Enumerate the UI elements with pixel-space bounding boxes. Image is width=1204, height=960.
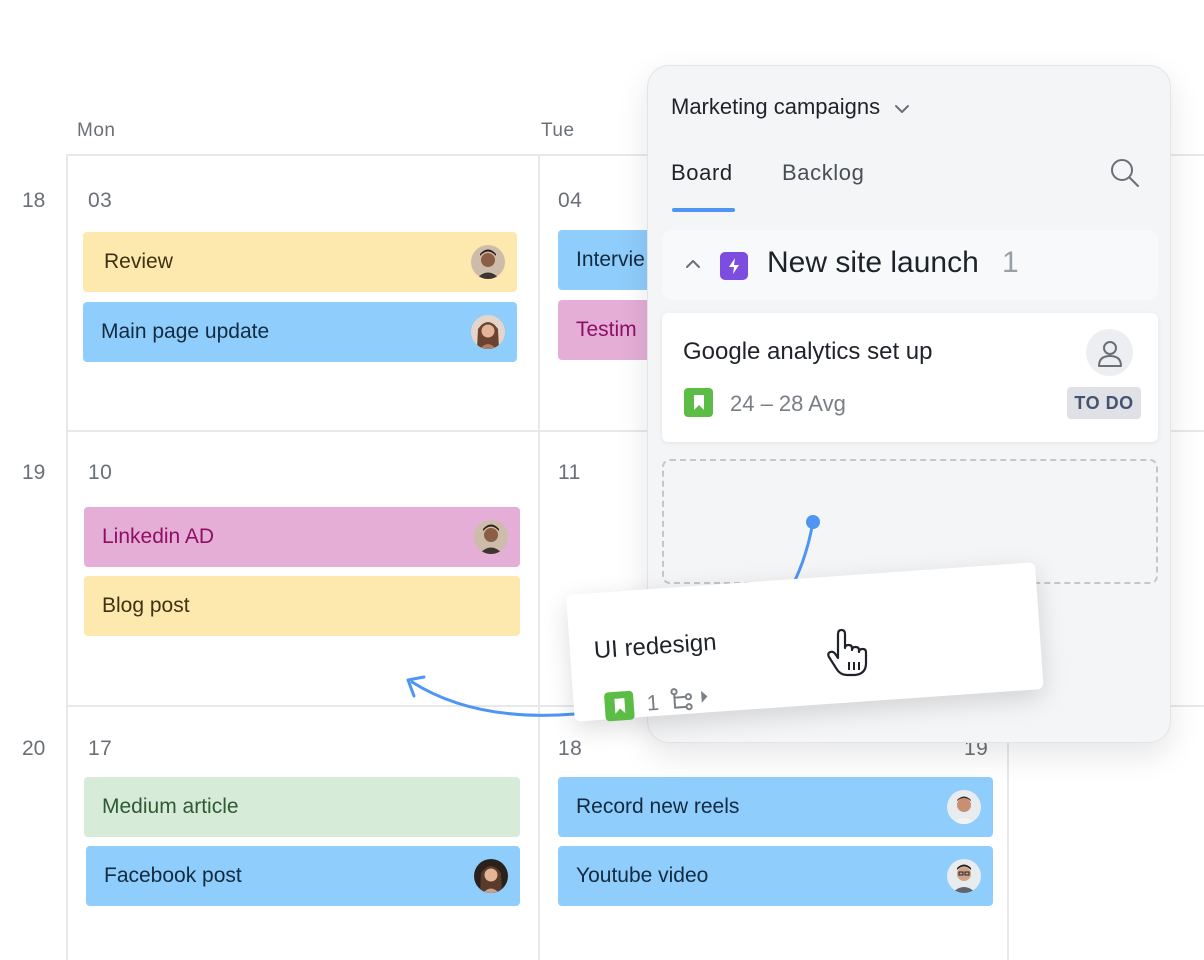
project-title: Marketing campaigns — [671, 94, 881, 119]
week-number-20: 20 — [22, 737, 46, 760]
day-header-mon: Mon — [77, 120, 116, 141]
tab-board[interactable]: Board — [671, 160, 733, 185]
event-medium-article[interactable]: Medium article — [84, 777, 520, 837]
date-03: 03 — [88, 189, 113, 212]
subtask-count: 1 — [645, 689, 660, 716]
event-youtube-video[interactable]: Youtube video — [558, 846, 993, 906]
week-number-18: 18 — [22, 189, 46, 212]
event-main-page-update[interactable]: Main page update — [83, 302, 517, 362]
grid-line-left — [66, 154, 68, 960]
tab-backlog[interactable]: Backlog — [782, 160, 865, 185]
event-blog-post[interactable]: Blog post — [84, 576, 520, 636]
date-10: 10 — [88, 461, 113, 484]
event-label: Blog post — [102, 594, 190, 617]
event-label: Linkedin AD — [102, 525, 215, 548]
unassigned-user-icon[interactable] — [1086, 329, 1133, 376]
grid-line-top — [66, 154, 1204, 156]
event-label: Record new reels — [576, 795, 740, 818]
status-badge[interactable]: TO DO — [1067, 387, 1141, 419]
date-11: 11 — [558, 461, 581, 484]
avatar — [471, 315, 505, 349]
group-count: 1 — [1002, 246, 1019, 279]
event-label: Main page update — [101, 320, 270, 343]
connector-line-to-calendar — [410, 680, 577, 717]
bookmark-icon — [684, 388, 713, 417]
arrowhead-icon — [406, 675, 426, 698]
week-number-19: 19 — [22, 461, 46, 484]
avatar — [474, 520, 508, 554]
date-18: 18 — [558, 737, 583, 760]
task-dates: 24 – 28 Avg — [730, 391, 846, 416]
task-card-google-analytics[interactable]: Google analytics set up 24 – 28 Avg TO D… — [662, 313, 1158, 442]
avatar — [947, 790, 981, 824]
active-tab-indicator — [672, 208, 735, 212]
grid-line-tue-wed — [1007, 720, 1009, 960]
event-facebook-post[interactable]: Facebook post — [86, 846, 520, 906]
group-name: New site launch — [767, 246, 979, 279]
grid-line-mon-tue — [538, 154, 540, 960]
event-label: Intervie — [576, 248, 645, 271]
caret-right-icon[interactable] — [699, 688, 710, 710]
event-linkedin-ad[interactable]: Linkedin AD — [84, 507, 520, 567]
date-17: 17 — [88, 737, 113, 760]
event-label: Review — [104, 250, 173, 273]
dragged-task-card[interactable]: UI redesign 1 — [566, 562, 1044, 722]
bookmark-icon — [603, 690, 635, 722]
chevron-down-icon — [894, 94, 910, 120]
event-label: Youtube video — [576, 864, 709, 887]
task-title: Google analytics set up — [683, 338, 933, 365]
event-record-new-reels[interactable]: Record new reels — [558, 777, 993, 837]
event-label: Testim — [576, 318, 637, 341]
subtask-icon — [668, 685, 696, 718]
avatar — [474, 859, 508, 893]
event-interview[interactable]: Intervie — [558, 230, 658, 290]
date-04: 04 — [558, 189, 583, 212]
avatar — [471, 245, 505, 279]
grab-cursor-icon — [825, 628, 871, 683]
event-review[interactable]: Review — [83, 232, 517, 292]
event-testimonial[interactable]: Testim — [558, 300, 658, 360]
day-header-tue: Tue — [541, 120, 575, 141]
dragged-task-title: UI redesign — [593, 628, 718, 665]
search-icon[interactable] — [1108, 156, 1142, 195]
group-header-new-site-launch[interactable]: New site launch 1 — [662, 230, 1158, 300]
connector-dot — [806, 515, 820, 529]
event-label: Medium article — [102, 795, 239, 818]
event-label: Facebook post — [104, 864, 242, 887]
avatar — [947, 859, 981, 893]
lightning-icon — [720, 252, 748, 280]
grid-line-week2 — [66, 430, 1204, 432]
project-selector[interactable]: Marketing campaigns — [671, 94, 910, 120]
chevron-up-icon[interactable] — [684, 256, 702, 274]
